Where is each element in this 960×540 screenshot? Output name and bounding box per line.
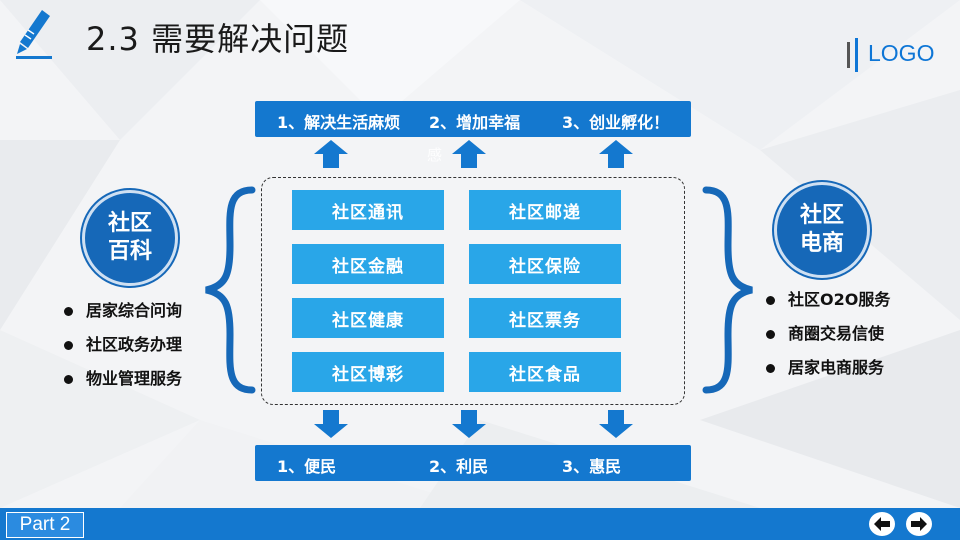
bottom-banner: 1、便民 2、利民 3、惠民 [255, 445, 691, 481]
service-tile[interactable]: 社区通讯 [292, 190, 444, 230]
list-item: 物业管理服务 [64, 362, 182, 396]
community-encyclopedia-circle: 社区 百科 [82, 190, 178, 286]
top-banner-item-2: 2、增加幸福 [429, 113, 521, 132]
right-brace [702, 186, 753, 394]
circle-line-1: 社区 [107, 211, 152, 236]
top-banner-item-1: 1、解决生活麻烦 [277, 113, 401, 132]
service-tile[interactable]: 社区健康 [292, 298, 444, 338]
faint-text: 感 [427, 146, 443, 164]
page-title: 2.3 需要解决问题 [86, 20, 350, 58]
right-bullet-list: 社区O2O服务 商圈交易信使 居家电商服务 [766, 283, 890, 385]
arrow-down-icon [452, 410, 486, 438]
arrow-down-icon [314, 410, 348, 438]
service-tile[interactable]: 社区金融 [292, 244, 444, 284]
arrow-left-icon [874, 517, 890, 531]
service-tile[interactable]: 社区博彩 [292, 352, 444, 392]
bottom-banner-item-2: 2、利民 [429, 457, 489, 476]
service-tile[interactable]: 社区邮递 [469, 190, 621, 230]
left-brace [205, 186, 256, 394]
footer-bar [0, 508, 960, 540]
list-item: 商圈交易信使 [766, 317, 890, 351]
pencil-icon [16, 10, 52, 59]
left-bullet-list: 居家综合问询 社区政务办理 物业管理服务 [64, 294, 182, 396]
arrow-down-icon [599, 410, 633, 438]
list-item: 社区政务办理 [64, 328, 182, 362]
next-slide-button[interactable] [906, 512, 932, 536]
logo: LOGO [868, 40, 935, 66]
circle-line-2: 百科 [107, 239, 152, 264]
arrow-up-icon [452, 140, 486, 168]
prev-slide-button[interactable] [869, 512, 895, 536]
service-tile[interactable]: 社区票务 [469, 298, 621, 338]
list-item: 社区O2O服务 [766, 283, 890, 317]
circle-line-2: 电商 [799, 231, 844, 256]
top-banner: 1、解决生活麻烦 2、增加幸福 3、创业孵化！ [255, 101, 691, 137]
bottom-banner-item-3: 3、惠民 [562, 457, 622, 476]
circle-line-1: 社区 [799, 203, 844, 228]
service-tile[interactable]: 社区食品 [469, 352, 621, 392]
top-banner-item-3: 3、创业孵化！ [562, 113, 670, 132]
part-label: Part 2 [6, 512, 84, 538]
arrow-up-icon [599, 140, 633, 168]
services-container [261, 177, 685, 405]
list-item: 居家综合问询 [64, 294, 182, 328]
community-ecommerce-circle: 社区 电商 [774, 182, 870, 278]
service-tile[interactable]: 社区保险 [469, 244, 621, 284]
arrow-up-icon [314, 140, 348, 168]
list-item: 居家电商服务 [766, 351, 890, 385]
logo-mark-icon [847, 38, 858, 72]
bottom-banner-item-1: 1、便民 [277, 457, 337, 476]
arrow-right-icon [911, 517, 927, 531]
